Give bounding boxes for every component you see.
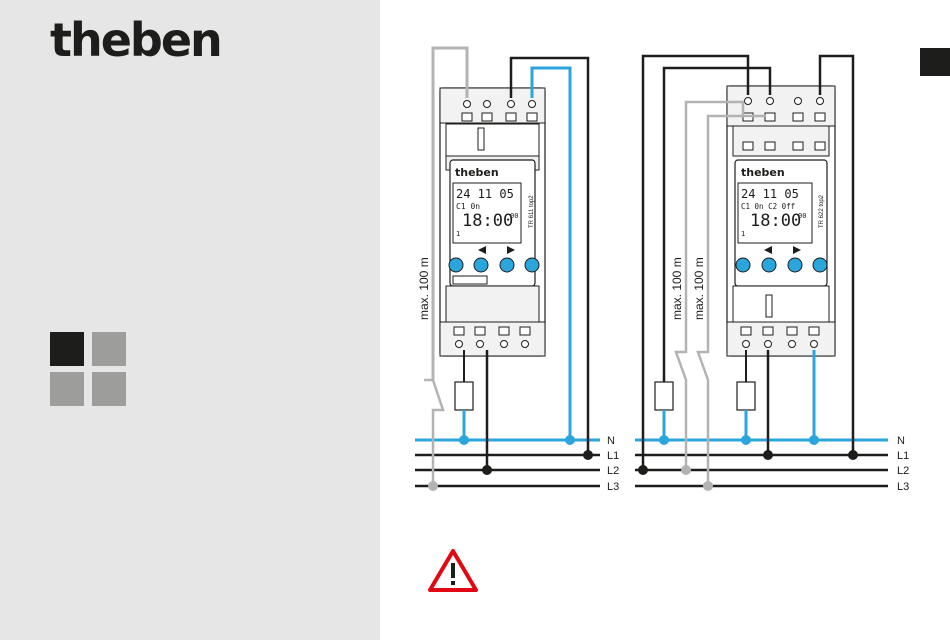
device-tr622-brand: theben [741,166,785,179]
junction-dots-left [428,435,593,491]
display-date: 24 11 05 [456,187,514,201]
label-n-right: N [897,435,905,447]
device-tr611-model: TR 611 top2 [529,195,535,228]
label-l1-left: L1 [607,450,619,462]
button-1 [736,258,750,272]
display-time-r: 18:00 [750,211,801,231]
device-tr611-brand: theben [455,166,499,179]
junction-dots-right [638,435,858,491]
label-l3-right: L3 [897,481,909,493]
button-4 [813,258,827,272]
device-tr611: theben 24 11 05 C1 0n 18:00 00 1 TR 611 … [440,88,545,356]
display-seconds-r: 00 [798,212,806,220]
display-seconds: 00 [510,212,518,220]
display-time: 18:00 [462,211,513,231]
label-l1-right: L1 [897,450,909,462]
line-labels: N L1 L2 L3 N L1 L2 L3 [607,435,909,493]
device-tr622: theben 24 11 05 C1 0n C2 0ff 18:00 00 1 … [727,86,835,356]
button-3 [500,258,514,272]
display-indicator: 1 [456,230,460,238]
device-tr622-model: TR 622 top2 [819,194,825,228]
distance-label-left: max. 100 m [417,257,431,320]
display-channel-r: C1 0n C2 0ff [741,202,795,211]
display-indicator-r: 1 [741,230,745,238]
label-l2-right: L2 [897,465,909,477]
button-1 [449,258,463,272]
display-channel: C1 0n [456,202,480,211]
button-3 [788,258,802,272]
distance-label-right-2: max. 100 m [692,257,706,320]
display-date-r: 24 11 05 [741,187,799,201]
label-n-left: N [607,435,615,447]
button-2 [474,258,488,272]
button-4 [525,258,539,272]
label-l3-left: L3 [607,481,619,493]
warning-icon [430,551,476,590]
label-l2-left: L2 [607,465,619,477]
distance-label-right-1: max. 100 m [670,257,684,320]
button-2 [762,258,776,272]
